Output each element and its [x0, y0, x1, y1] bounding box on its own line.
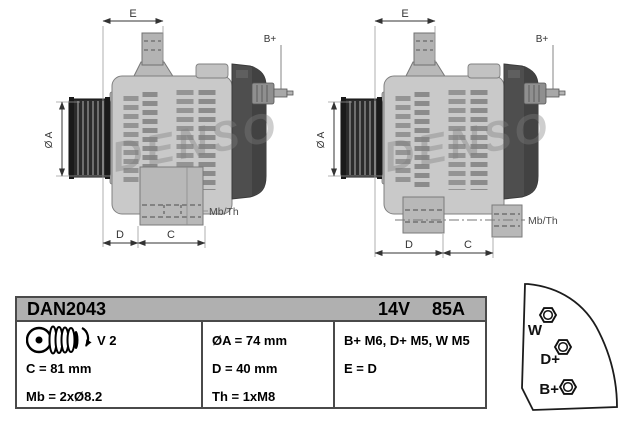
- mounting-foot: [139, 166, 204, 226]
- spec-col-3: B+ M6, D+ M5, W M5 E = D: [335, 322, 485, 407]
- dim-d-label: D: [405, 239, 413, 251]
- mbth-label: Mb/Th: [209, 206, 239, 218]
- alternator-drawings: DENSO E Ø A B+ Mb/Th D C: [44, 8, 566, 258]
- top-lug: [132, 32, 175, 79]
- dim-e-label: E: [129, 8, 136, 20]
- bplus-terminal: [523, 82, 566, 105]
- top-lug: [404, 32, 447, 79]
- terminal-w-label: W: [528, 322, 543, 339]
- dim-phi-a-label: Ø A: [316, 131, 327, 148]
- mounting-lugs: [395, 196, 525, 238]
- spec-c: C = 81 mm: [26, 360, 92, 376]
- spec-mb: Mb = 2xØ8.2: [26, 388, 103, 404]
- mbth-label: Mb/Th: [528, 215, 558, 227]
- spec-col-2: ØA = 74 mm D = 40 mm Th = 1xM8: [203, 322, 335, 407]
- terminal-view: W D+ B+: [521, 283, 618, 411]
- part-number: DAN2043: [27, 298, 107, 319]
- terminal-dplus-label: D+: [540, 351, 560, 368]
- bplus-label: B+: [264, 34, 277, 45]
- spec-table: DAN2043 14V 85A: [15, 296, 487, 409]
- pulley: [340, 97, 383, 179]
- current-rating: 85A: [431, 298, 465, 319]
- terminal-dplus: D+: [540, 339, 573, 368]
- ratings: 14V 85A: [378, 299, 465, 320]
- terminal-bplus-label: B+: [539, 381, 559, 398]
- terminal-w: W: [528, 307, 558, 339]
- pulley-spec-cell: V 2: [17, 325, 201, 355]
- spec-terminals: B+ M6, D+ M5, W M5: [344, 332, 470, 348]
- terminal-bplus: B+: [539, 379, 578, 398]
- drawing-left: DENSO E Ø A B+ Mb/Th D C: [44, 8, 294, 248]
- alternator-body: [381, 63, 505, 215]
- spec-d: D = 40 mm: [212, 360, 278, 376]
- bplus-terminal: [251, 82, 294, 105]
- voltage-rating: 14V: [377, 298, 410, 319]
- dimension-lines: E Ø A B+ Mb/Th D C: [44, 8, 282, 248]
- pulley: [68, 97, 111, 179]
- dim-d-label: D: [116, 229, 124, 241]
- bplus-label: B+: [536, 34, 549, 45]
- spec-e: E = D: [344, 360, 377, 376]
- dim-phi-a-label: Ø A: [44, 131, 55, 148]
- dimension-lines: E Ø A B+ Mb/Th D C: [316, 8, 558, 258]
- spec-table-body: V 2 C = 81 mm Mb = 2xØ8.2 ØA = 74 mm D =…: [17, 322, 485, 407]
- pulley-icon: [26, 325, 92, 355]
- spec-col-1: V 2 C = 81 mm Mb = 2xØ8.2: [17, 322, 203, 407]
- dim-c-label: C: [167, 229, 175, 241]
- spec-phi-a: ØA = 74 mm: [212, 332, 288, 348]
- spec-table-header: DAN2043 14V 85A: [17, 298, 485, 322]
- spec-th: Th = 1xM8: [212, 388, 276, 404]
- pulley-type-label: V 2: [97, 332, 117, 348]
- dim-c-label: C: [464, 239, 472, 251]
- drawing-right: DENSO E Ø A B+ Mb/Th D C: [316, 8, 566, 258]
- dim-e-label: E: [401, 8, 408, 20]
